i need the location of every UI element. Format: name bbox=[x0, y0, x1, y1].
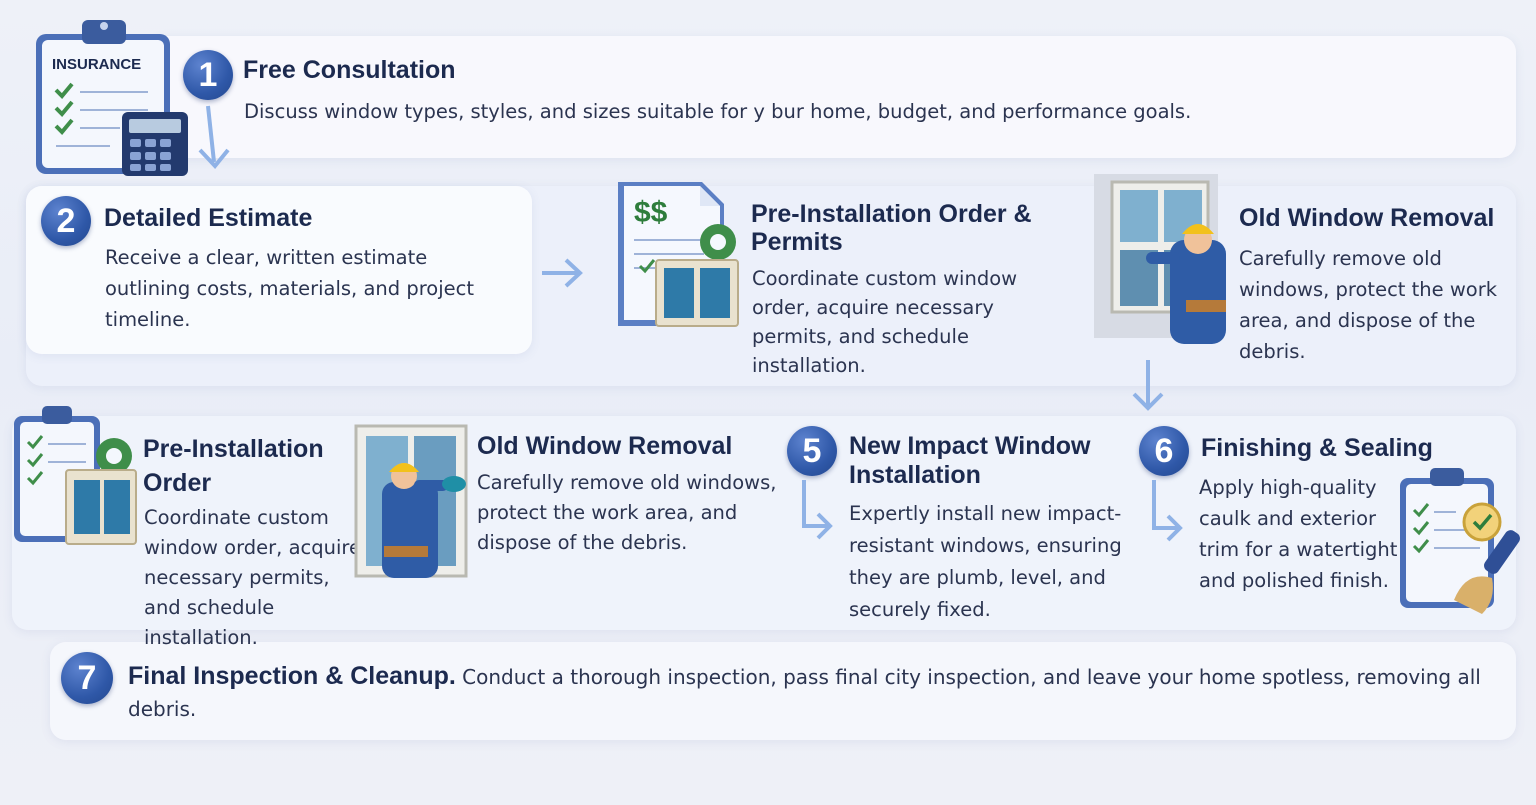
step4-description: Carefully remove old windows, protect th… bbox=[1239, 247, 1498, 363]
permit-document-icon: $$ bbox=[608, 176, 750, 334]
step2-panel bbox=[26, 186, 532, 354]
dollar-label: $$ bbox=[634, 196, 668, 229]
step6-description: Apply high-quality caulk and exterior tr… bbox=[1199, 476, 1398, 592]
step3b-title: Pre-Installation Order bbox=[143, 435, 324, 497]
worker-removing-window-icon bbox=[1090, 170, 1238, 348]
insurance-label: INSURANCE bbox=[52, 56, 141, 73]
arrow-down-icon bbox=[196, 104, 236, 170]
arrow-right-icon bbox=[540, 256, 584, 290]
step7-badge: 7 bbox=[61, 652, 113, 704]
step3-description: Coordinate custom window order, acquire … bbox=[752, 267, 1018, 377]
arrow-right-icon bbox=[1146, 478, 1186, 548]
arrow-right-icon bbox=[796, 478, 836, 548]
step1-title: Free Consultation bbox=[243, 56, 456, 84]
step4-title: Old Window Removal bbox=[1239, 204, 1495, 232]
step7-description: Conduct a thorough inspection, pass fina… bbox=[128, 665, 1481, 721]
step5-badge: 5 bbox=[787, 426, 837, 476]
step6-title: Finishing & Sealing bbox=[1201, 434, 1433, 462]
step4b-description: Carefully remove old windows, protect th… bbox=[477, 471, 777, 554]
worker-window-icon bbox=[352, 424, 476, 580]
step3b-description: Coordinate custom window order, acquire … bbox=[144, 506, 361, 649]
step3-title: Pre-Installation Order & Permits bbox=[751, 200, 1032, 256]
step7-title: Final Inspection & Cleanup. bbox=[128, 662, 456, 690]
step7-text: Final Inspection & Cleanup. Conduct a th… bbox=[128, 660, 1513, 725]
insurance-clipboard-icon: INSURANCE bbox=[30, 14, 195, 179]
step1-panel bbox=[150, 36, 1516, 158]
step7-panel bbox=[50, 642, 1516, 740]
checklist-window-icon bbox=[10, 404, 140, 550]
step2-title: Detailed Estimate bbox=[104, 204, 313, 232]
step5-description: Expertly install new impact-resistant wi… bbox=[849, 502, 1122, 621]
step5-title: New Impact Window Installation bbox=[849, 432, 1091, 489]
step1-badge: 1 bbox=[183, 50, 233, 100]
arrow-down-icon bbox=[1128, 358, 1168, 414]
checklist-brush-icon bbox=[1396, 466, 1532, 616]
step6-badge: 6 bbox=[1139, 426, 1189, 476]
step2-badge: 2 bbox=[41, 196, 91, 246]
row3-panel bbox=[12, 416, 1516, 630]
step1-description: Discuss window types, styles, and sizes … bbox=[244, 100, 1192, 123]
step2-description: Receive a clear, written estimate outlin… bbox=[105, 246, 475, 331]
step4b-title: Old Window Removal bbox=[477, 432, 733, 460]
